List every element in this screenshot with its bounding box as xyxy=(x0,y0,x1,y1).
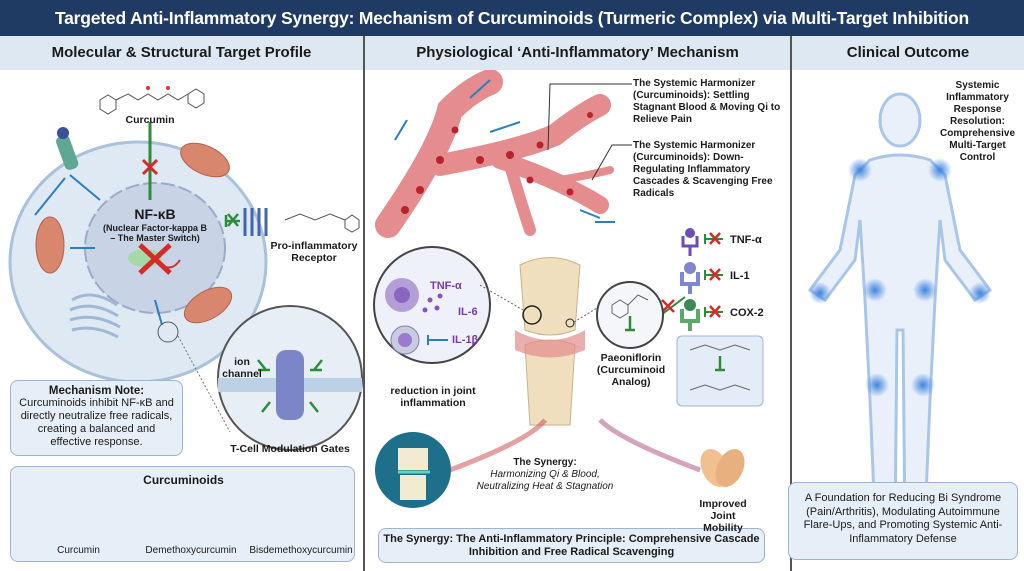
nfkb-title: NF-κB xyxy=(134,206,176,222)
improved-mobility-label: Improved Joint Mobility xyxy=(699,498,747,534)
joint-inflammation-label: reduction in joint inflammation xyxy=(390,385,476,409)
right-column-header: Clinical Outcome xyxy=(792,36,1024,70)
receptor-label-line: Pro-inflammatory xyxy=(270,240,358,252)
page-title: Targeted Anti-Inflammatory Synergy: Mech… xyxy=(0,0,1024,36)
healthy-knee-icon xyxy=(375,432,451,508)
synergy-line: Neutralizing Heat & Stagnation xyxy=(476,481,614,492)
target-receptor-icons xyxy=(654,228,723,331)
receptor-icon-tnf xyxy=(681,228,699,256)
foundation-box: A Foundation for Reducing Bi Syndrome (P… xyxy=(788,482,1018,560)
callout-down-regulating: The Systemic Harmonizer (Curcuminoids): … xyxy=(633,140,773,199)
gpcr-receptor-icon xyxy=(243,208,268,236)
resolution-text: Systemic Inflammatory Response Resolutio… xyxy=(939,80,1016,163)
column-divider xyxy=(790,36,792,571)
flow-arrow-icon xyxy=(394,79,615,223)
ion-channel-label-line: ion xyxy=(234,356,250,368)
paeoniflorin-zoom-circle xyxy=(596,281,664,349)
synergy-text: The Synergy: Harmonizing Qi & Blood, Neu… xyxy=(470,457,620,493)
receptor-icon-cox2 xyxy=(680,299,700,331)
knee-joint-icon xyxy=(515,257,585,426)
nfkb-subtitle-line: – The Master Switch) xyxy=(110,233,200,243)
mechanism-note-text: Curcuminoids inhibit NF-κB and directly … xyxy=(19,397,174,448)
nfkb-subtitle-line: (Nuclear Factor-kappa B xyxy=(102,223,208,233)
t-cell-icon xyxy=(390,325,420,355)
middle-column-header: Physiological ‘Anti-Inflammatory’ Mechan… xyxy=(365,36,790,70)
cytokine-label-il1b: IL-1β xyxy=(452,334,479,346)
compound-label: Demethoxycurcumin xyxy=(145,545,237,556)
mitochondria-icon xyxy=(35,142,233,324)
joint-glow-icon xyxy=(809,158,991,397)
membrane-receptor-icon xyxy=(56,127,79,170)
paeoniflorin-label: Paeoniflorin (Curcuminoid Analog) xyxy=(596,352,666,388)
block-x-icon xyxy=(141,158,159,176)
left-column-header: Molecular & Structural Target Profile xyxy=(0,36,363,70)
curcumin-molecule-icon xyxy=(99,86,205,115)
receptor-label-line: Receptor xyxy=(291,252,337,264)
synergy-line: Harmonizing Qi & Blood, xyxy=(490,469,600,480)
curcuminoids-title: Curcuminoids xyxy=(143,473,224,487)
mechanism-note-box: Mechanism Note: Curcuminoids inhibit NF-… xyxy=(10,380,183,456)
tcell-gates-label: T-Cell Modulation Gates xyxy=(230,443,350,455)
receptor-ligand-molecule-icon xyxy=(284,213,360,233)
receptor-icon-il1 xyxy=(680,262,700,294)
target-label-tnf: TNF-α xyxy=(730,234,762,246)
clapping-hands-icon xyxy=(700,449,745,487)
callout-line xyxy=(547,83,632,181)
ion-channel-icon xyxy=(276,350,304,420)
callout-settling-blood: The Systemic Harmonizer (Curcuminoids): … xyxy=(633,78,781,125)
target-label-il1: IL-1 xyxy=(730,270,750,282)
block-x-icon xyxy=(138,243,172,275)
column-divider xyxy=(363,36,365,571)
blood-cells xyxy=(401,112,593,214)
compound-label: Bisdemethoxycurcumin xyxy=(249,545,353,556)
macrophage-icon xyxy=(385,278,419,312)
curcuminoids-box: Curcuminoids Curcumin Demethoxycurcumin … xyxy=(10,466,355,562)
cytokine-label-tnf: TNF-α xyxy=(430,280,462,292)
molecule-comparison-box xyxy=(676,335,764,407)
mechanism-note-title: Mechanism Note: xyxy=(48,385,145,397)
blood-vessel-icon xyxy=(375,69,614,238)
cytokine-label-il6: IL-6 xyxy=(458,306,478,318)
synergy-principle-box: The Synergy: The Anti-Inflammatory Princ… xyxy=(378,528,765,563)
block-x-icon xyxy=(224,213,240,227)
nfkb-subtitle: (Nuclear Factor-kappa B– The Master Swit… xyxy=(90,223,220,243)
signal-arrow-icon xyxy=(34,174,163,326)
curcumin-label: Curcumin xyxy=(125,114,175,126)
compound-label: Curcumin xyxy=(57,545,100,556)
zoom-circle xyxy=(157,321,179,343)
cell-illustration xyxy=(8,86,363,524)
golgi-icon xyxy=(69,293,121,339)
synergy-title: The Synergy: xyxy=(513,457,577,468)
ion-channel-label-line: channel xyxy=(222,368,262,380)
target-label-cox2: COX-2 xyxy=(730,307,764,319)
